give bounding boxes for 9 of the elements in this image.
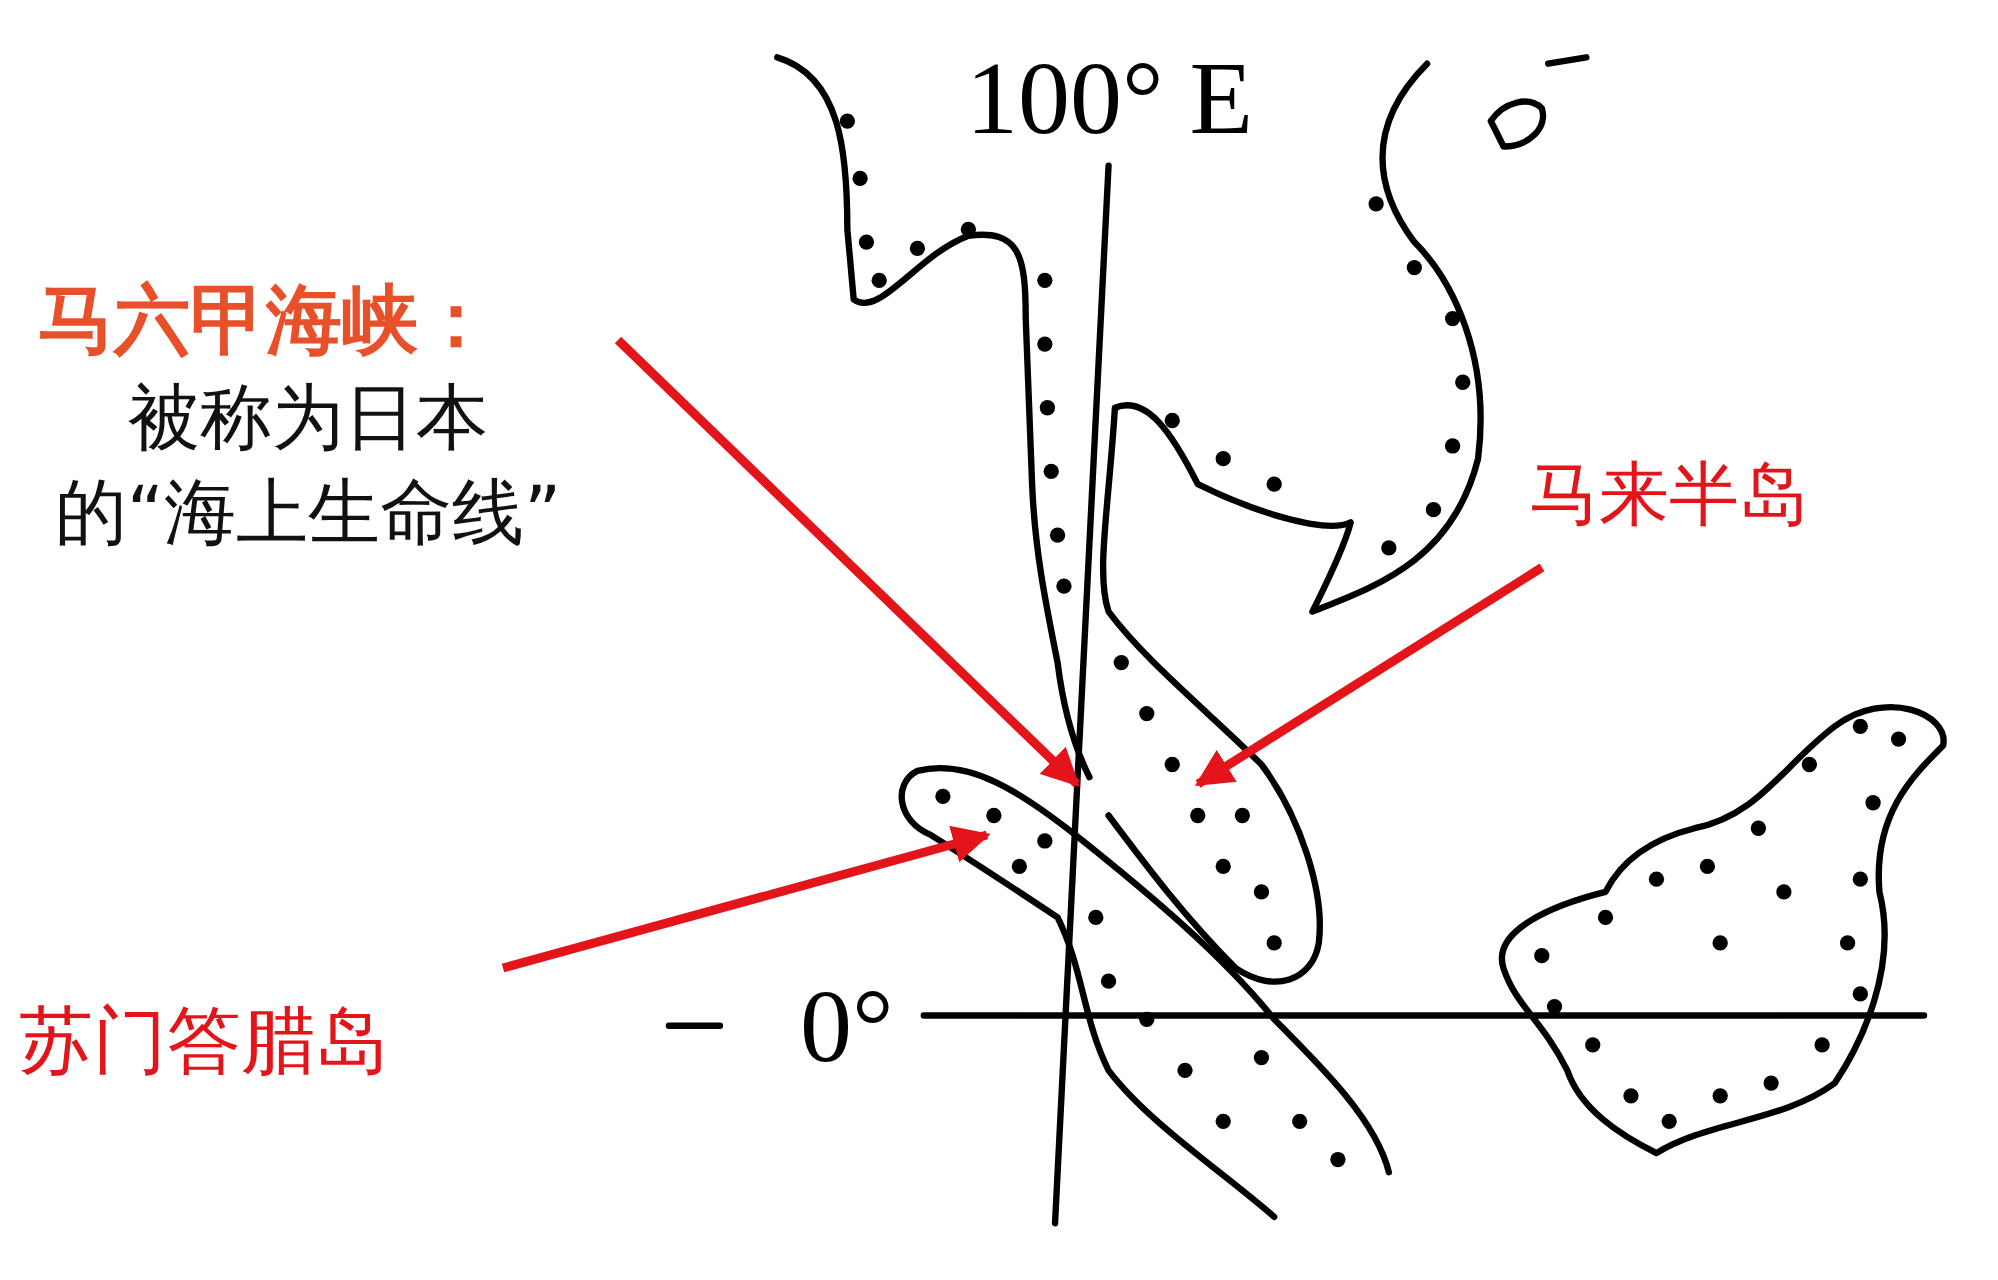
longitude-label: 100° E xyxy=(966,39,1254,157)
arrow xyxy=(501,825,991,973)
arrow xyxy=(614,336,1081,788)
place-label: 苏门答腊岛 xyxy=(19,996,390,1085)
latitude-label: 0° xyxy=(800,967,894,1085)
description-text: 被称为日本的“海上生命线” xyxy=(53,374,563,557)
heading-text: 马六甲海峡： xyxy=(38,274,495,366)
place-label: 马来半岛 xyxy=(1529,452,1810,537)
arrow xyxy=(1194,563,1545,788)
